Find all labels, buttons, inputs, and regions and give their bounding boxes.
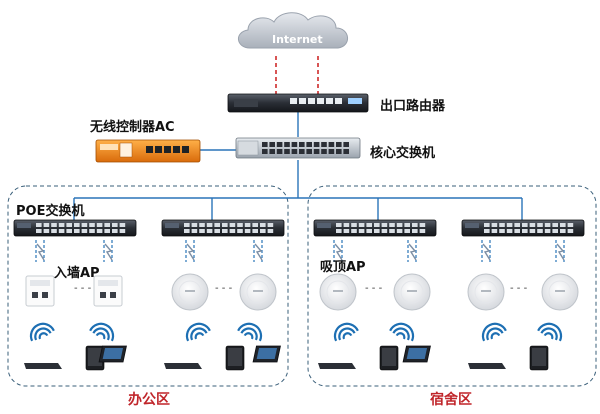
- internet-label: Internet: [272, 33, 323, 46]
- ap-links: [35, 240, 565, 262]
- router-label: 出口路由器: [380, 99, 446, 114]
- access-points: [25, 273, 579, 311]
- wifi-icon-5: [333, 322, 359, 342]
- ac-label: 无线控制器AC: [90, 120, 175, 135]
- wifi-icon-7: [481, 322, 507, 342]
- ac-controller-device: [95, 139, 201, 163]
- zone-label-dorm: 宿舍区: [430, 392, 472, 408]
- ceiling-ap-4: [239, 273, 277, 311]
- separator-4: - - -: [510, 283, 528, 294]
- wall-ap-2: [93, 275, 123, 307]
- internet-cloud: [238, 12, 348, 49]
- ap-link-2: [103, 240, 113, 262]
- zone-box-dorm: [307, 185, 597, 387]
- ap-link-4: [253, 240, 263, 262]
- ap-link-1: [35, 240, 45, 262]
- laptop-icon-2: [98, 345, 202, 369]
- backbone-links: [73, 112, 523, 220]
- poe-switch-4: [461, 219, 585, 237]
- laptop-icon-4: [402, 345, 506, 369]
- wifi-icon-8: [537, 322, 563, 342]
- laptop-icon-3: [252, 345, 356, 369]
- ap-link-3: [185, 240, 195, 262]
- wifi-icon-2: [89, 322, 115, 342]
- client-devices: [24, 345, 549, 371]
- tablet-icon-3: [379, 345, 399, 371]
- wall-ap-1: [25, 275, 55, 307]
- poe-switch-2: [161, 219, 285, 237]
- zone-label-office: 办公区: [128, 392, 170, 408]
- tablet-icon-1: [85, 345, 105, 371]
- core-switch-label: 核心交换机: [370, 146, 436, 161]
- ceiling-ap-8: [541, 273, 579, 311]
- poe-switch-1: [13, 219, 137, 237]
- wall-ap-label: 入墙AP: [54, 266, 100, 281]
- ap-link-7: [481, 240, 491, 262]
- ceiling-ap-6: [393, 273, 431, 311]
- ap-link-6: [407, 240, 417, 262]
- wifi-signals: [29, 322, 563, 342]
- wifi-icon-1: [29, 322, 55, 342]
- ap-link-5: [333, 240, 343, 262]
- wifi-icon-4: [237, 322, 263, 342]
- separator-1: - - -: [74, 283, 92, 294]
- poe-switch-3: [313, 219, 437, 237]
- tablet-icon-4: [529, 345, 549, 371]
- core-switch-device: [235, 137, 361, 159]
- laptop-icon-1: [24, 363, 62, 369]
- poe-switches: [13, 219, 585, 237]
- ceiling-ap-5: [319, 273, 357, 311]
- tablet-icon-2: [225, 345, 245, 371]
- ap-link-8: [555, 240, 565, 262]
- zone-box-office: [7, 185, 289, 387]
- ceiling-ap-3: [171, 273, 209, 311]
- separator-2: - - -: [215, 283, 233, 294]
- router-device: [227, 93, 369, 113]
- poe-switch-label: POE交换机: [16, 204, 85, 219]
- internet-uplinks: [275, 56, 319, 94]
- separator-3: - - -: [365, 283, 383, 294]
- ceiling-ap-label: 吸顶AP: [320, 260, 366, 275]
- ceiling-ap-7: [467, 273, 505, 311]
- wifi-icon-3: [185, 322, 211, 342]
- wifi-icon-6: [389, 322, 415, 342]
